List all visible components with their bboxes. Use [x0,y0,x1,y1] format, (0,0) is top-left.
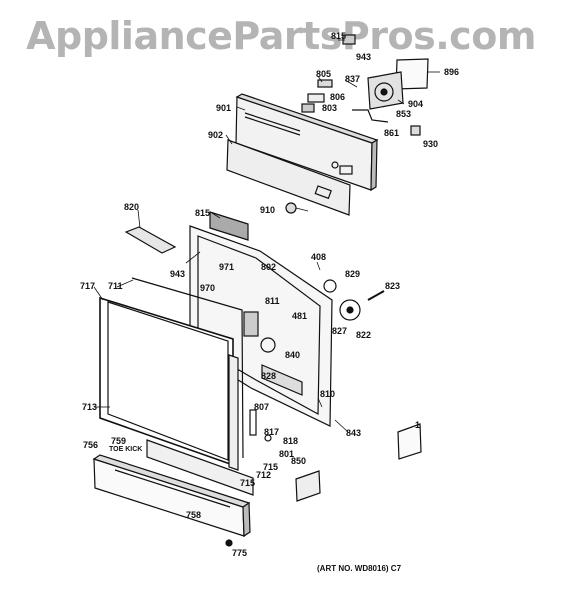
callout-label: 850 [291,456,307,466]
callout-label: 829 [345,269,361,279]
toe-kick-label: TOE KICK [109,446,143,453]
side-strip [228,354,239,471]
timer-assembly [367,71,404,110]
part-806 [307,93,325,103]
part-930 [410,125,421,136]
callout-label: 807 [254,402,270,412]
part-823 [367,290,385,301]
callout-label: 715 [240,478,256,488]
callout-label: 775 [232,548,248,558]
callout-label: 896 [444,67,460,77]
part-850 [295,470,321,502]
part-861 [352,109,389,123]
callout-label: 930 [423,139,439,149]
part-1 [397,423,422,460]
callout-label: 1 [415,420,421,430]
part-815-top [342,34,356,45]
knob-910 [285,202,297,214]
callout-label: 820 [124,202,140,212]
callout-label: 758 [186,510,202,520]
callout-label: 801 [279,449,295,459]
callout-label: 823 [385,281,401,291]
callout-label: 827 [332,326,348,336]
callout-label: 843 [346,428,362,438]
callout-label: 901 [216,103,232,113]
callout-label: 837 [345,74,361,84]
callout-label: 715 [263,462,279,472]
callout-label: 861 [384,128,400,138]
callout-label: 943 [170,269,186,279]
part-803 [301,103,315,113]
callout-label: 717 [80,281,96,291]
part-829 [323,279,337,293]
callout-label: 815 [331,31,347,41]
callout-label: 853 [396,109,412,119]
part-805 [317,79,333,88]
callout-label: 904 [408,99,424,109]
callout-label: 759 [111,436,127,446]
callout-label: 711 [108,281,123,291]
callout-label: 971 [219,262,235,272]
callout-label: 811 [265,296,280,306]
callout-label: 970 [200,283,216,293]
part-822-hub [346,306,354,314]
callout-label: 481 [292,311,308,321]
callout-label: 840 [285,350,301,360]
callout-label: 806 [330,92,346,102]
callout-label: 803 [322,103,338,113]
callout-label: 822 [356,330,372,340]
door-inner-frame [189,211,333,436]
control-panel [235,93,379,192]
callout-label: 815 [195,208,211,218]
callout-label: 902 [208,130,224,140]
callout-label: 910 [260,205,276,215]
toe-kick-panel [92,454,251,538]
callout-label: 712 [256,470,272,480]
callout-label: 408 [311,252,327,262]
callout-label: 810 [320,389,336,399]
part-820 [124,226,177,254]
callout-label: 713 [82,402,98,412]
part-818 [264,434,272,442]
toe-kick-plate [146,439,254,496]
callout-label: 805 [316,69,332,79]
art-number: (ART NO. WD8016) C7 [317,564,402,573]
callout-label: 802 [261,262,277,272]
callout-label: 817 [264,427,280,437]
inner-panel [226,139,351,216]
callout-label: 818 [283,436,299,446]
callout-label: 828 [261,371,277,381]
part-822 [339,299,361,321]
callout-label: 943 [356,52,372,62]
callout-label: 756 [83,440,99,450]
